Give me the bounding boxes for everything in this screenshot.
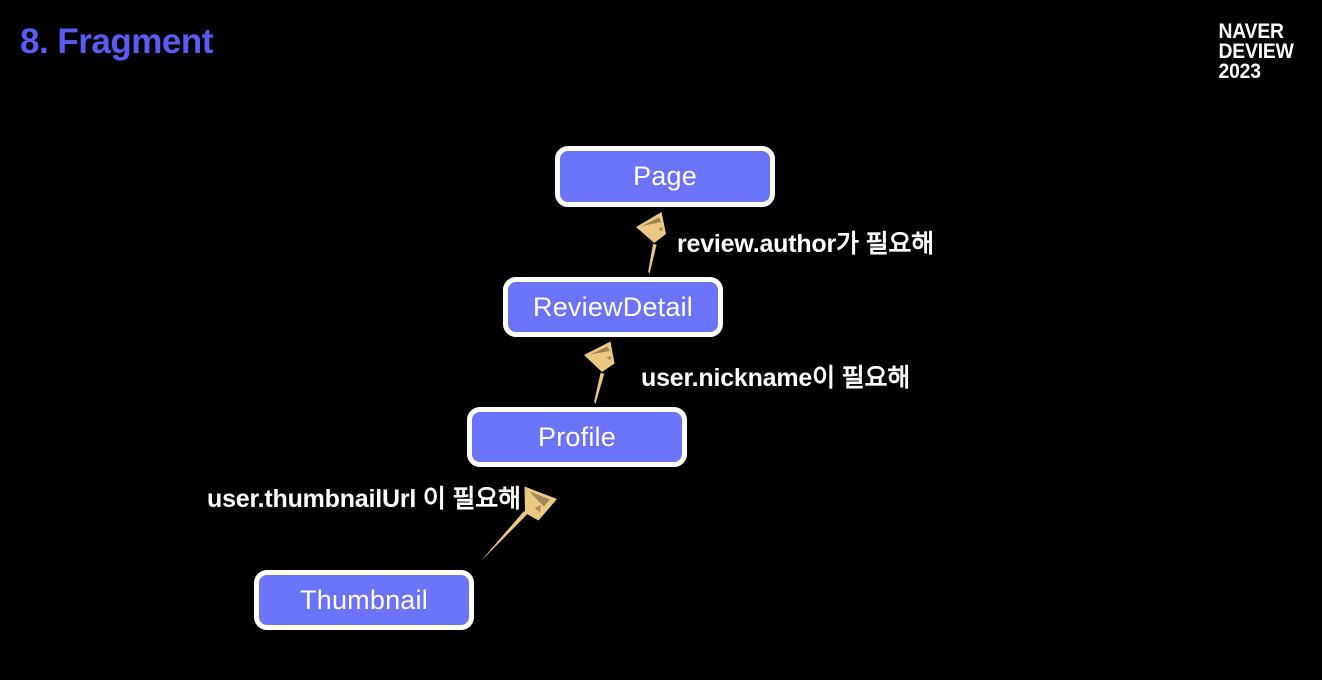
logo-line-naver: NAVER — [1218, 20, 1285, 43]
node-page-label: Page — [633, 161, 697, 191]
node-thumbnail[interactable]: Thumbnail — [254, 570, 474, 630]
annotation-user-thumbnail: user.thumbnailUrl 이 필요해 — [207, 485, 521, 513]
hand-drawn-arrow-up-icon — [636, 212, 666, 274]
annotation-user-nickname: user.nickname이 필요해 — [641, 364, 911, 392]
page-title: 8. Fragment — [20, 22, 213, 61]
node-reviewdetail-label: ReviewDetail — [533, 291, 693, 322]
node-profile-label: Profile — [538, 421, 616, 452]
node-reviewdetail[interactable]: ReviewDetail — [503, 277, 723, 337]
hand-drawn-arrow-up-icon — [584, 341, 615, 404]
annotation-review-author: review.author가 필요해 — [677, 230, 934, 258]
node-page[interactable]: Page — [555, 146, 775, 207]
logo-line-deview: DEVIEW — [1218, 39, 1294, 63]
node-profile[interactable]: Profile — [467, 407, 687, 467]
logo-line-year: 2023 — [1218, 59, 1262, 83]
naver-deview-logo: NAVER DEVIEW 2023 — [1218, 20, 1294, 83]
node-thumbnail-label: Thumbnail — [300, 584, 428, 615]
